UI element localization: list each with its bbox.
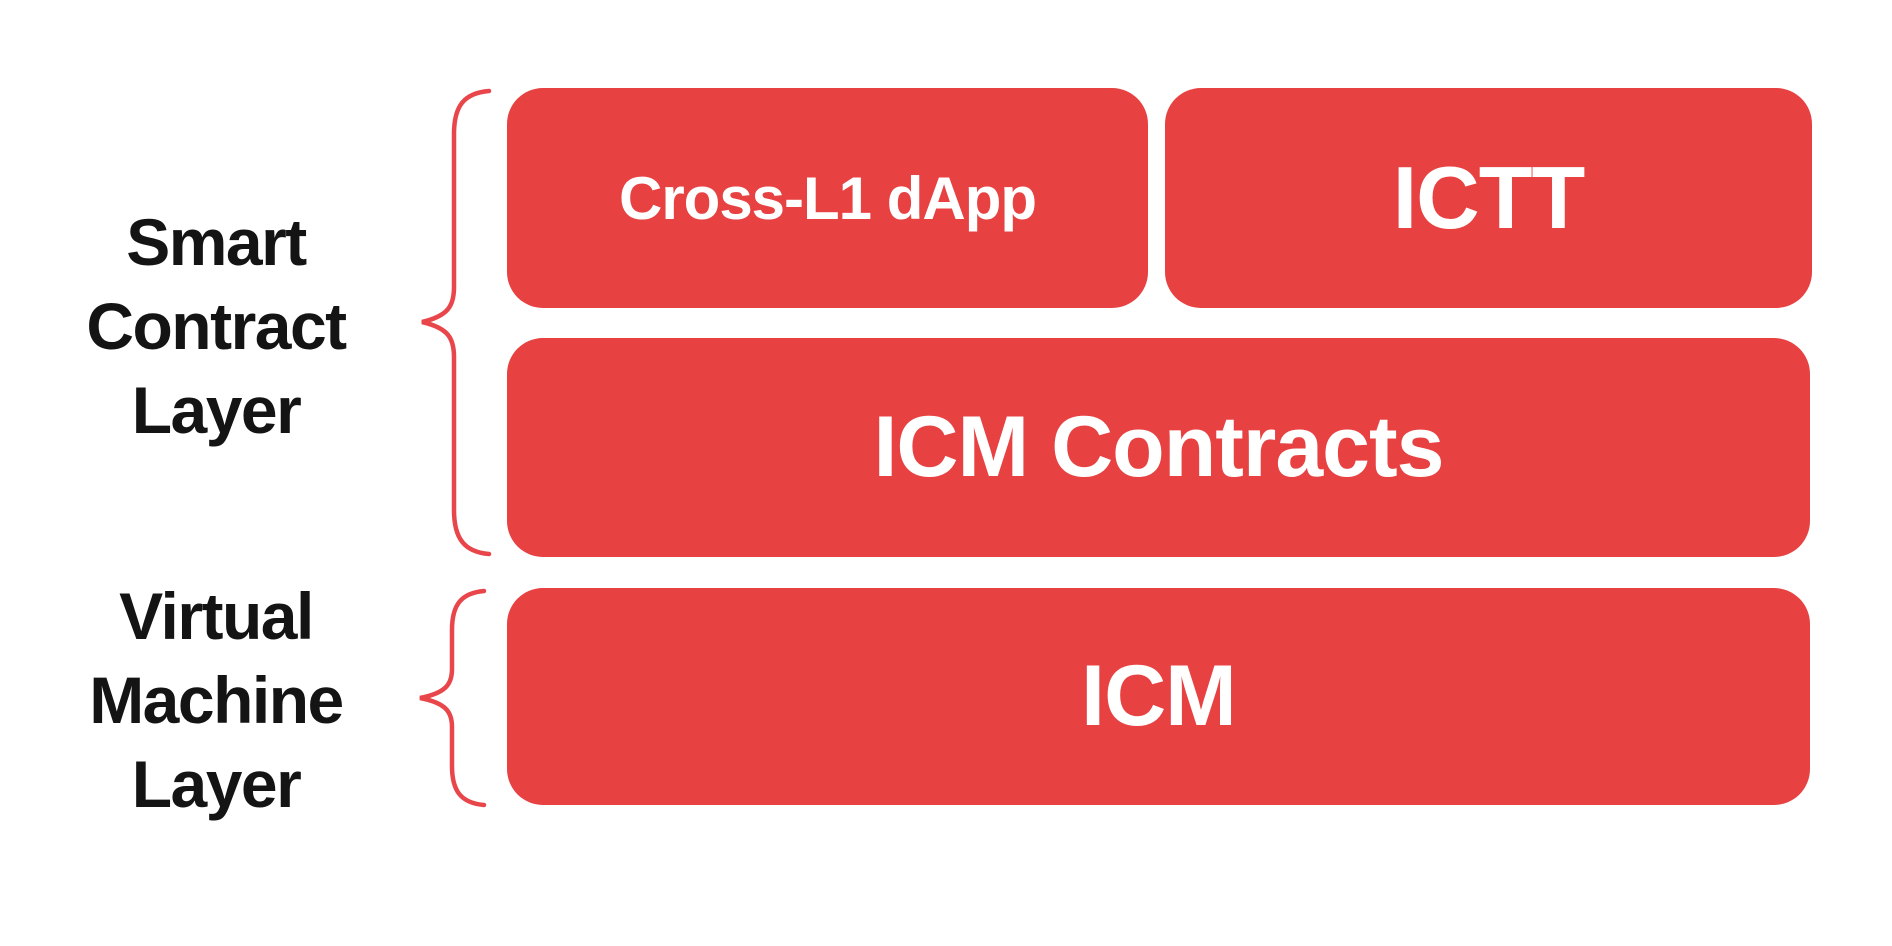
cross-l1-dapp-box: Cross-L1 dApp — [507, 88, 1148, 308]
ictt-box-label: ICTT — [1392, 148, 1586, 247]
smart-contract-layer-brace-icon — [421, 88, 492, 557]
icm-box: ICM — [507, 588, 1810, 805]
icm-contracts-box: ICM Contracts — [507, 338, 1810, 557]
icm-box-label: ICM — [1081, 648, 1237, 744]
cross-l1-dapp-box-label: Cross-L1 dApp — [618, 164, 1037, 232]
icm-contracts-box-label: ICM Contracts — [873, 399, 1445, 495]
ictt-box: ICTT — [1165, 88, 1812, 308]
smart-contract-layer-label: Smart Contract Layer — [86, 205, 347, 447]
virtual-machine-layer-label: Virtual Machine Layer — [89, 579, 344, 821]
